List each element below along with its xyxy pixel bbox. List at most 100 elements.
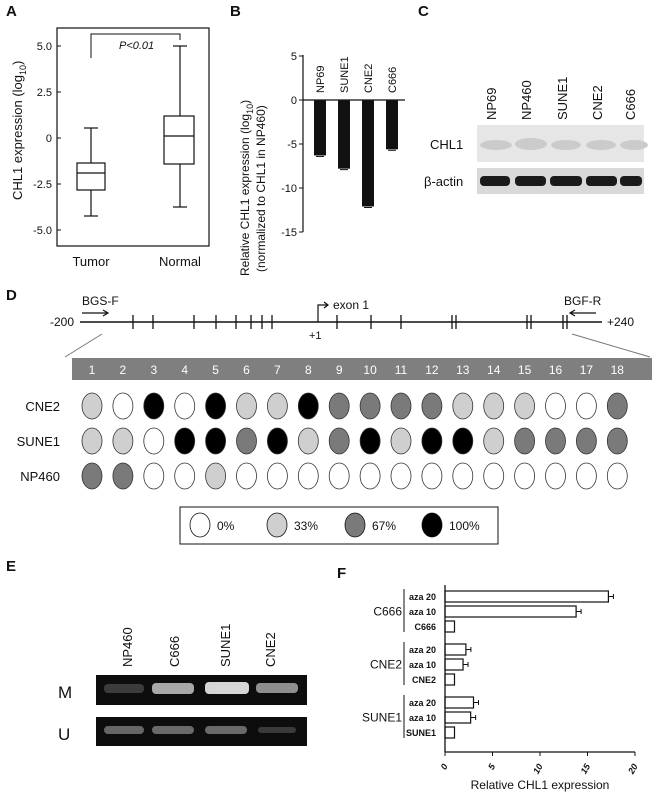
lane-label: NP69 bbox=[484, 87, 499, 120]
panel-b-ylabel-line1: Relative CHL1 expression (log10) bbox=[238, 100, 255, 276]
methylation-circle bbox=[545, 392, 566, 420]
cpg-site-number: 4 bbox=[181, 363, 188, 377]
bar-label: SUNE1 bbox=[406, 728, 436, 738]
exon-label: exon 1 bbox=[333, 298, 369, 312]
ytick: 0 bbox=[46, 133, 52, 145]
methylation-circle bbox=[236, 392, 257, 420]
cpg-site-ticks bbox=[132, 315, 568, 329]
methylation-circle bbox=[112, 392, 134, 420]
lane-label: NP460 bbox=[519, 80, 534, 120]
zoom-line-left bbox=[64, 333, 103, 358]
legend-swatch-100 bbox=[421, 512, 443, 538]
legend-swatch-67 bbox=[344, 512, 366, 538]
cpg-site-number: 17 bbox=[580, 363, 594, 377]
cpg-site-number: 9 bbox=[336, 363, 343, 377]
lane-label: CNE2 bbox=[590, 85, 605, 120]
methylation-circle bbox=[328, 427, 350, 455]
x-tick-label: 0 bbox=[439, 762, 450, 771]
ytick: 0 bbox=[291, 95, 297, 107]
region-end-label: +240 bbox=[607, 315, 634, 329]
ytick: 5.0 bbox=[37, 41, 52, 53]
methylation-circle bbox=[452, 462, 474, 490]
methylation-legend bbox=[179, 506, 499, 545]
tss-label: +1 bbox=[309, 330, 322, 342]
lane-label: C666 bbox=[167, 636, 182, 667]
category-tumor: Tumor bbox=[72, 254, 110, 269]
methylation-circle bbox=[205, 462, 227, 490]
panel-label-b: B bbox=[230, 3, 241, 20]
row-label-chl1: CHL1 bbox=[430, 137, 463, 152]
x-tick-label: 10 bbox=[531, 762, 545, 776]
legend-swatch-33 bbox=[266, 512, 288, 538]
bar bbox=[444, 605, 577, 618]
cpg-site-number: 11 bbox=[395, 363, 408, 377]
lane-label: SUNE1 bbox=[218, 624, 233, 667]
pvalue-label: P<0.01 bbox=[119, 40, 154, 52]
panel-label-e: E bbox=[6, 558, 16, 575]
region-start-label: -200 bbox=[50, 315, 74, 329]
methylation-circle bbox=[545, 462, 566, 490]
right-primer-arrow bbox=[568, 309, 596, 317]
methylation-circle bbox=[81, 392, 103, 420]
methylation-circle bbox=[390, 427, 412, 455]
left-primer-label: BGS-F bbox=[82, 294, 119, 308]
lane-label: CNE2 bbox=[263, 632, 278, 667]
methylation-circle bbox=[297, 427, 319, 455]
methylation-circle bbox=[514, 427, 535, 455]
bar bbox=[444, 673, 456, 686]
methylation-circle bbox=[483, 392, 505, 420]
panel-e-lane-labels: NP460 C666 SUNE1 CNE2 bbox=[120, 624, 278, 667]
bar-C666 bbox=[386, 100, 398, 150]
methylation-circle bbox=[359, 462, 381, 490]
legend-label-67: 67% bbox=[372, 519, 396, 533]
methylation-circle bbox=[174, 392, 196, 420]
significance-bracket bbox=[90, 33, 181, 58]
cpg-site-number: 6 bbox=[243, 363, 250, 377]
panel-a-ylabel: CHL1 expression (log10) bbox=[10, 61, 28, 200]
row-label-actin: β-actin bbox=[424, 174, 463, 189]
sample-label: NP460 bbox=[20, 469, 60, 484]
methylation-circle bbox=[421, 462, 443, 490]
panel-label-a: A bbox=[6, 3, 17, 20]
x-tick-label: 15 bbox=[579, 761, 593, 776]
lane-label: C666 bbox=[623, 89, 638, 120]
bar-label: SUNE1 bbox=[339, 56, 351, 93]
bar bbox=[444, 620, 456, 633]
panel-label-f: F bbox=[337, 565, 346, 582]
methylation-circle bbox=[236, 427, 257, 455]
methylation-circle bbox=[328, 462, 350, 490]
methylation-circle bbox=[328, 392, 350, 420]
bar bbox=[444, 590, 609, 603]
methylation-circle bbox=[576, 392, 597, 420]
methylation-circle bbox=[112, 427, 134, 455]
legend-label-0: 0% bbox=[217, 519, 235, 533]
methylation-circle bbox=[390, 462, 412, 490]
legend-swatch-0 bbox=[189, 512, 211, 538]
methylation-circle bbox=[483, 462, 505, 490]
methylation-circle bbox=[421, 392, 443, 420]
methylation-circle bbox=[514, 392, 535, 420]
panel-label-c: C bbox=[418, 3, 429, 20]
legend-items: 0% 33% 67% 100% bbox=[189, 512, 480, 538]
cpg-site-number: 10 bbox=[363, 363, 377, 377]
ytick: -10 bbox=[281, 183, 297, 195]
panel-a-yticks: 5.0 2.5 0 -2.5 -5.0 bbox=[33, 41, 61, 237]
cpg-site-number: 5 bbox=[212, 363, 219, 377]
gel-u-bands bbox=[104, 726, 296, 734]
ytick: 2.5 bbox=[37, 87, 52, 99]
panel-c-lane-labels: NP69 NP460 SUNE1 CNE2 C666 bbox=[484, 77, 638, 120]
actin-bands bbox=[480, 176, 642, 186]
row-label-m: M bbox=[58, 683, 72, 702]
methylation-circle bbox=[266, 462, 288, 490]
cpg-number-bar bbox=[72, 358, 652, 380]
methylation-circle bbox=[545, 427, 566, 455]
methylation-circle bbox=[606, 462, 628, 490]
bar bbox=[444, 696, 475, 709]
cpg-site-number: 14 bbox=[487, 363, 501, 377]
methylation-circle bbox=[452, 427, 474, 455]
methylation-circle bbox=[266, 427, 288, 455]
methylation-circle bbox=[143, 392, 165, 420]
bar-label: CNE2 bbox=[412, 675, 436, 685]
